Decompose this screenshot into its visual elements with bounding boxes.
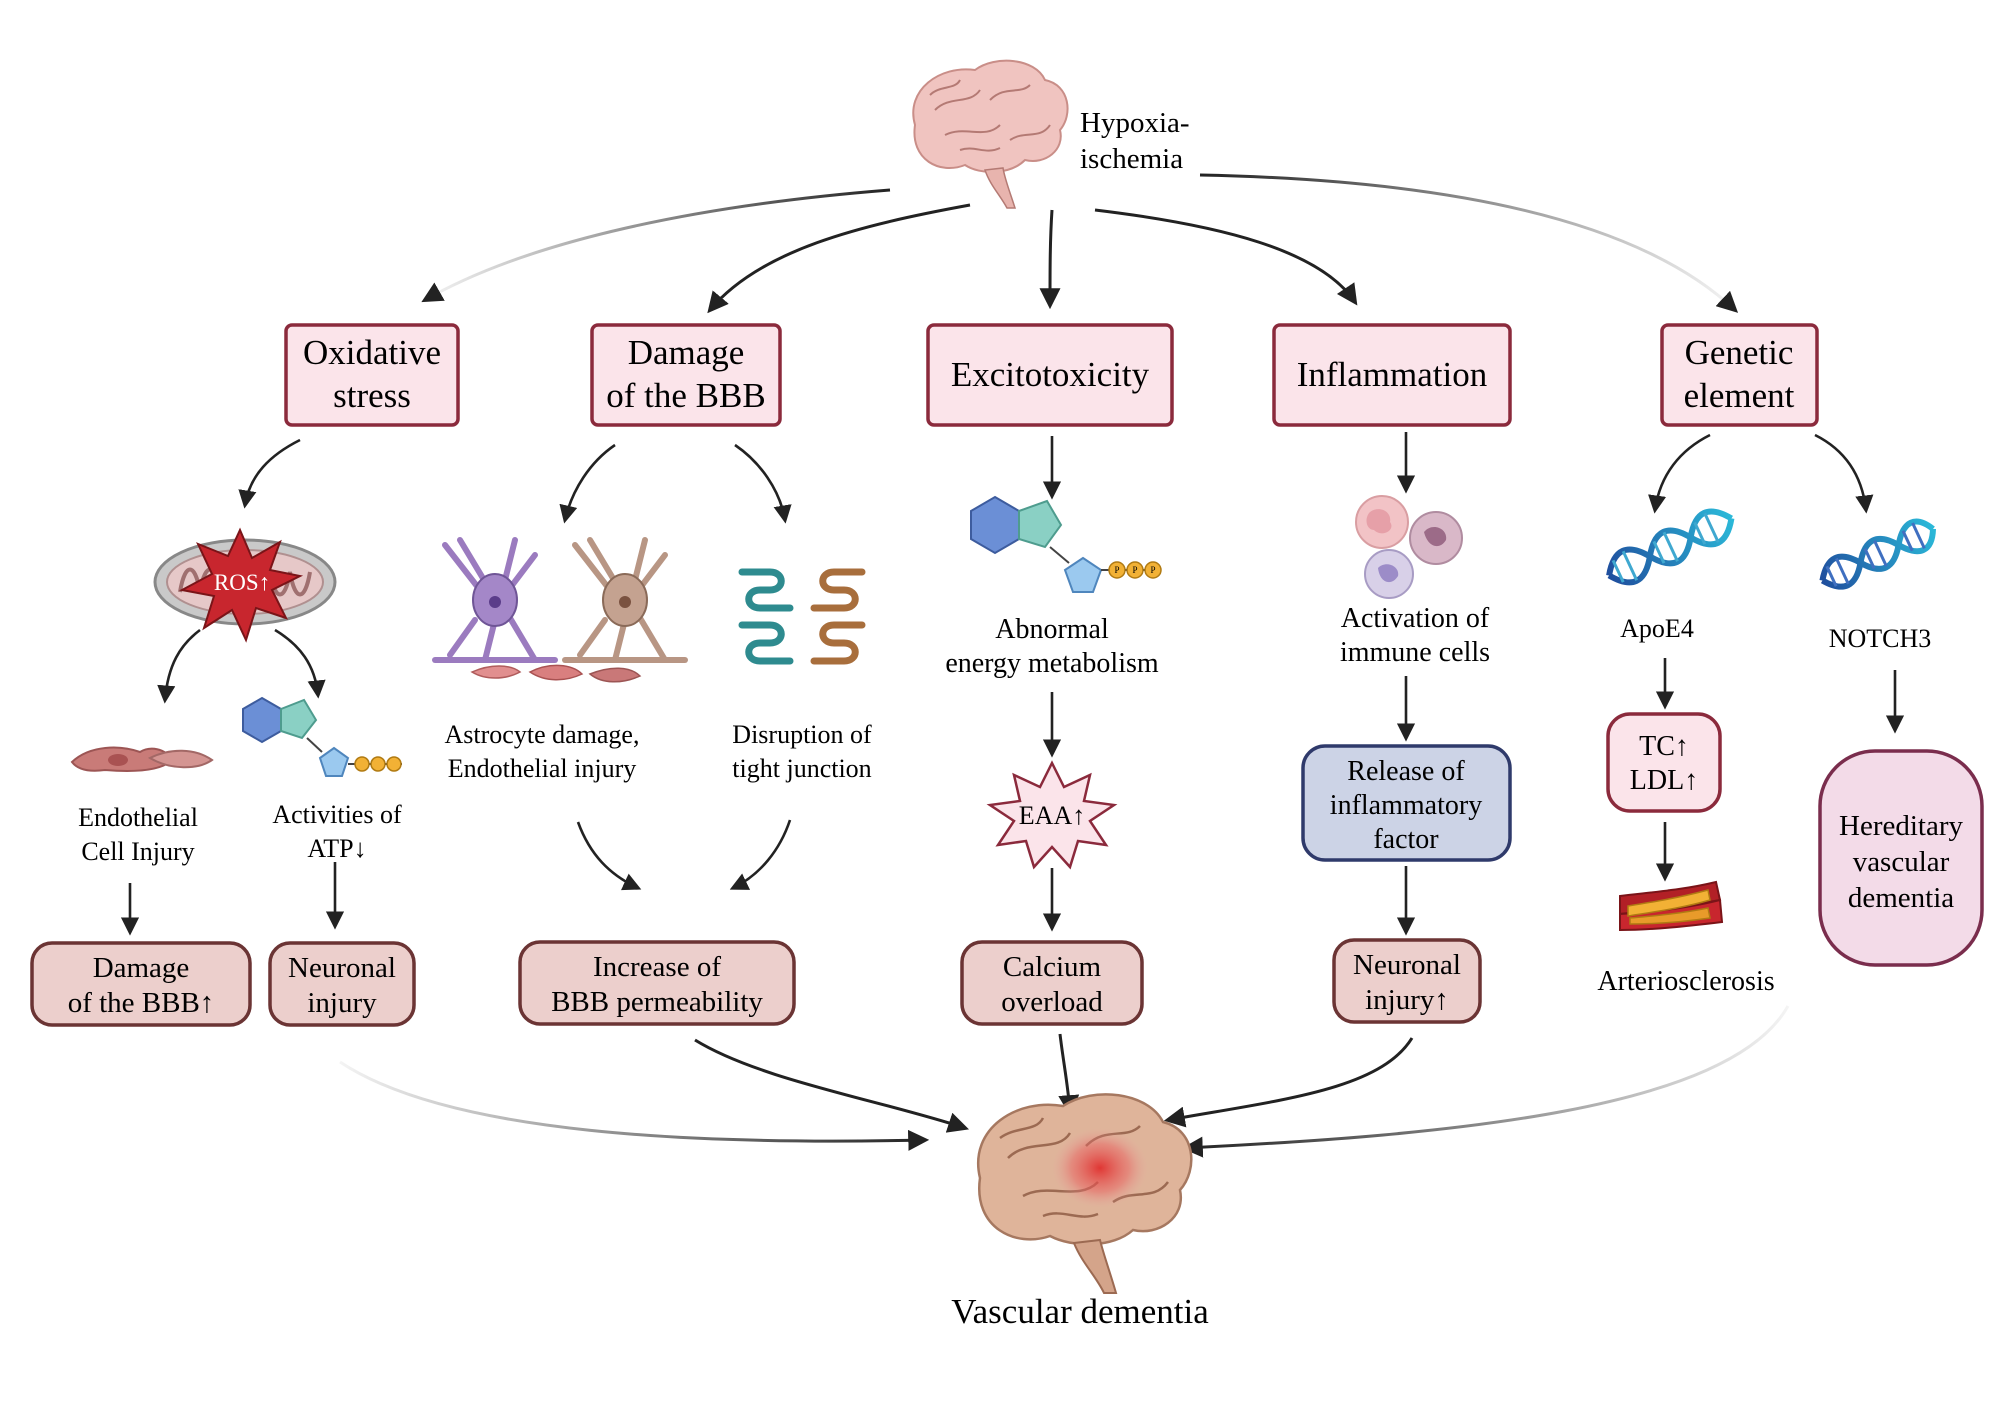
outcome-calcium-line2: overload (1001, 986, 1103, 1018)
plaque-artery-icon (1619, 880, 1724, 932)
energy-label-line1: Abnormal (995, 614, 1109, 645)
category-bbb-line2: of the BBB (606, 376, 765, 415)
release-line1: Release of (1347, 756, 1465, 787)
outcome-neuronal-ox-line2: injury (307, 987, 377, 1019)
ros-label: ROS↑ (214, 570, 270, 595)
release-line3: factor (1373, 824, 1439, 855)
outcome-bbb-perm-line1: Increase of (593, 951, 721, 983)
outcome-calcium-overload: Calcium overload (960, 940, 1144, 1026)
hered-line1: Hereditary (1839, 810, 1963, 842)
top-label-line1: Hypoxia- (1080, 107, 1190, 139)
category-oxidative-line1: Oxidative (303, 333, 441, 372)
hered-line2: vascular (1853, 846, 1950, 878)
dna-helix-icon (1606, 508, 1735, 586)
arterio-label: Arteriosclerosis (1597, 966, 1774, 997)
outcome-neuronal-injury-oxidative: Neuronal injury (268, 941, 416, 1027)
bbb-arrows (559, 443, 792, 891)
brain-icon (912, 59, 1069, 209)
outcome-damage-bbb-line1: Damage (93, 952, 190, 984)
outcome-bbb-permeability: Increase of BBB permeability (518, 940, 796, 1026)
endothelial-label-line1: Endothelial (78, 803, 198, 832)
endothelial-label-line2: Cell Injury (81, 837, 194, 866)
outcome-neuronal-inf-line1: Neuronal (1353, 949, 1461, 981)
apoe4-label: ApoE4 (1620, 614, 1694, 643)
category-excito-line1: Excitotoxicity (951, 355, 1150, 394)
phosphate-1: P (1114, 565, 1119, 575)
eaa-burst: EAA↑ (986, 760, 1118, 870)
phosphate-2: P (1132, 565, 1137, 575)
brain-lesion-icon (977, 1093, 1193, 1294)
tc-label: TC↑ (1639, 731, 1689, 762)
hereditary-vascular-dementia: Hereditary vascular dementia (1818, 749, 1984, 967)
outcome-bbb-perm-line2: BBB permeability (551, 986, 763, 1018)
outcome-damage-bbb: Damage of the BBB↑ (30, 941, 252, 1027)
immune-cells-icon (1355, 495, 1463, 599)
release-inflammatory-factor: Release of inflammatory factor (1301, 744, 1512, 862)
category-inflammation: Inflammation (1272, 323, 1512, 427)
phosphate-3: P (1150, 565, 1155, 575)
hered-line3: dementia (1848, 882, 1954, 914)
atp-molecule-icon: P P P (970, 495, 1162, 593)
ldl-label: LDL↑ (1630, 765, 1698, 796)
dna-helix-icon (1819, 518, 1937, 590)
outcome-damage-bbb-line2: of the BBB↑ (68, 987, 215, 1019)
atp-label-line2: ATP↓ (307, 834, 366, 863)
outcome-neuronal-injury-inflammation: Neuronal injury↑ (1332, 938, 1482, 1024)
category-genetic-line2: element (1684, 376, 1795, 415)
oxidative-arrows (120, 438, 345, 936)
category-oxidative-line2: stress (333, 376, 411, 415)
immune-label-line2: immune cells (1340, 637, 1490, 668)
immune-label-line1: Activation of (1341, 603, 1490, 634)
category-inflammation-line1: Inflammation (1297, 355, 1488, 394)
astro-label-line1: Astrocyte damage, (445, 720, 640, 749)
category-damage-bbb: Damage of the BBB (590, 323, 782, 427)
energy-label-line2: energy metabolism (945, 648, 1159, 679)
tight-label-line2: tight junction (732, 754, 871, 783)
atp-molecule-icon (242, 696, 402, 777)
astrocyte-icon (432, 537, 688, 683)
category-genetic-line1: Genetic (1685, 333, 1794, 372)
bottom-label: Vascular dementia (951, 1292, 1209, 1331)
release-line2: inflammatory (1330, 790, 1482, 821)
notch3-label: NOTCH3 (1829, 624, 1932, 653)
endothelial-cell-icon (70, 746, 214, 772)
tc-ldl-box: TC↑ LDL↑ (1606, 712, 1722, 813)
tight-label-line1: Disruption of (732, 720, 872, 749)
atp-label-line1: Activities of (272, 800, 402, 829)
top-arrows (421, 173, 1739, 314)
category-excitotoxicity: Excitotoxicity (926, 323, 1174, 427)
eaa-label: EAA↑ (1019, 801, 1085, 830)
outcome-calcium-line1: Calcium (1003, 951, 1102, 983)
outcome-neuronal-inf-line2: injury↑ (1365, 984, 1449, 1016)
tight-junction-icon (738, 568, 866, 665)
outcome-neuronal-ox-line1: Neuronal (288, 952, 396, 984)
astro-label-line2: Endothelial injury (448, 754, 636, 783)
category-oxidative-stress: Oxidative stress (284, 323, 460, 427)
ros-burst: ROS↑ (179, 527, 304, 643)
genetic-arrows (1648, 433, 1905, 882)
category-bbb-line1: Damage (628, 333, 745, 372)
category-genetic-element: Genetic element (1660, 323, 1819, 427)
top-label-line2: ischemia (1080, 143, 1183, 175)
